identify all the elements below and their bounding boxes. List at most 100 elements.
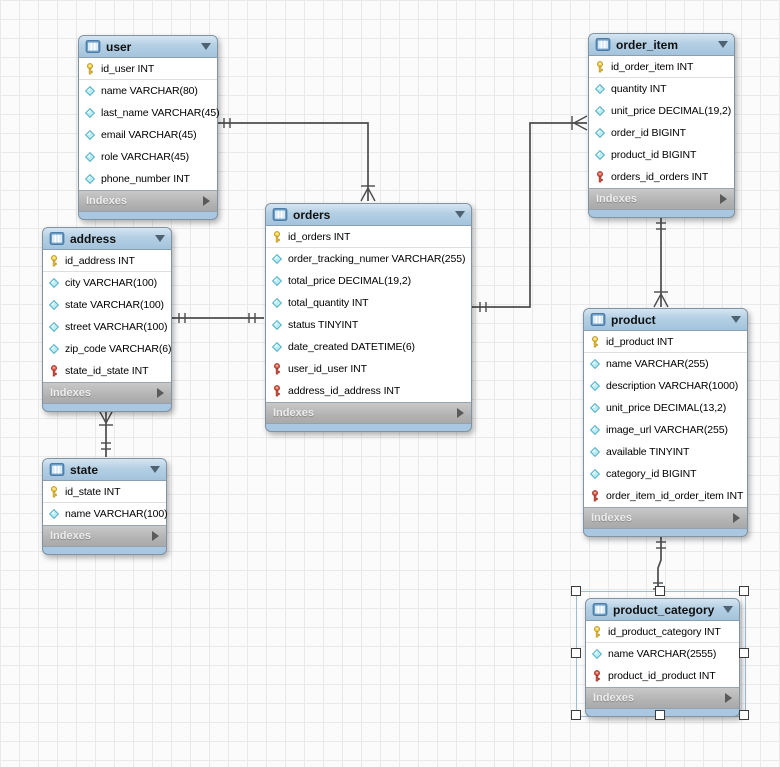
column-row[interactable]: available TINYINT (584, 441, 747, 463)
collapse-arrow-icon[interactable] (718, 41, 728, 48)
column-row[interactable]: id_state INT (43, 481, 166, 503)
column-row[interactable]: quantity INT (589, 78, 734, 100)
indexes-bar[interactable]: Indexes (43, 383, 171, 404)
collapse-arrow-icon[interactable] (201, 43, 211, 50)
table-header[interactable]: product_category (586, 599, 739, 621)
column-row[interactable]: total_price DECIMAL(19,2) (266, 270, 471, 292)
column-text: product_id BIGINT (611, 149, 697, 161)
column-row[interactable]: id_product INT (584, 331, 747, 353)
table-header[interactable]: user (79, 36, 217, 58)
table-header[interactable]: orders (266, 204, 471, 226)
column-text: name VARCHAR(80) (101, 85, 198, 97)
expand-indexes-icon[interactable] (203, 196, 210, 206)
column-row[interactable]: unit_price DECIMAL(19,2) (589, 100, 734, 122)
collapse-arrow-icon[interactable] (455, 211, 465, 218)
table-user[interactable]: user id_user INT name VARCHAR(80) last_n… (78, 35, 220, 220)
column-row[interactable]: category_id BIGINT (584, 463, 747, 485)
table-header[interactable]: address (43, 228, 171, 250)
collapse-arrow-icon[interactable] (731, 316, 741, 323)
not-null-icon (589, 380, 601, 392)
selection-handle[interactable] (655, 586, 665, 596)
column-text: name VARCHAR(2555) (608, 648, 717, 660)
selection-handle[interactable] (655, 710, 665, 720)
expand-indexes-icon[interactable] (720, 194, 727, 204)
table-product[interactable]: product id_product INT name VARCHAR(255)… (583, 308, 748, 537)
table-header[interactable]: state (43, 459, 166, 481)
column-row[interactable]: product_id BIGINT (589, 144, 734, 166)
selection-handle[interactable] (571, 710, 581, 720)
column-row[interactable]: id_address INT (43, 250, 171, 272)
column-row[interactable]: phone_number INT (79, 168, 217, 190)
column-text: id_state INT (65, 485, 121, 498)
column-row[interactable]: order_id BIGINT (589, 122, 734, 144)
collapse-arrow-icon[interactable] (150, 466, 160, 473)
not-null-icon (271, 319, 283, 331)
column-row[interactable]: total_quantity INT (266, 292, 471, 314)
column-row[interactable]: address_id_address INT (266, 380, 471, 402)
column-row[interactable]: email VARCHAR(45) (79, 124, 217, 146)
indexes-bar[interactable]: Indexes (589, 189, 734, 210)
indexes-bar[interactable]: Indexes (586, 688, 739, 709)
column-row[interactable]: state VARCHAR(100) (43, 294, 171, 316)
column-text: unit_price DECIMAL(13,2) (606, 402, 727, 414)
table-orders[interactable]: orders id_orders INT order_tracking_nume… (265, 203, 472, 432)
column-row[interactable]: name VARCHAR(100) (43, 503, 168, 525)
column-row[interactable]: order_item_id_order_item INT (584, 485, 747, 507)
foreign-key-icon (594, 171, 606, 183)
not-null-icon (48, 321, 60, 333)
table-state[interactable]: state id_state INT name VARCHAR(100) Ind… (42, 458, 168, 555)
selection-handle[interactable] (739, 710, 749, 720)
column-text: image_url VARCHAR(255) (606, 424, 728, 436)
expand-indexes-icon[interactable] (725, 693, 732, 703)
selection-handle[interactable] (739, 648, 749, 658)
table-header[interactable]: order_item (589, 34, 734, 56)
relationship-marker (653, 293, 662, 308)
column-row[interactable]: date_created DATETIME(6) (266, 336, 471, 358)
column-row[interactable]: id_product_category INT (586, 621, 739, 643)
column-row[interactable]: id_orders INT (266, 226, 471, 248)
column-row[interactable]: description VARCHAR(1000) (584, 375, 747, 397)
column-row[interactable]: role VARCHAR(45) (79, 146, 217, 168)
expand-indexes-icon[interactable] (733, 513, 740, 523)
collapse-arrow-icon[interactable] (155, 235, 165, 242)
table-product_category[interactable]: product_category id_product_category INT… (585, 598, 740, 717)
selection-handle[interactable] (571, 586, 581, 596)
relationship-line-product_product_category[interactable] (657, 534, 662, 596)
relationship-line-orders_order_item[interactable] (472, 122, 587, 308)
table-address[interactable]: address id_address INT city VARCHAR(100)… (42, 227, 172, 412)
collapse-arrow-icon[interactable] (723, 606, 733, 613)
column-row[interactable]: last_name VARCHAR(45) (79, 102, 220, 124)
column-row[interactable]: name VARCHAR(80) (79, 80, 217, 102)
selection-handle[interactable] (571, 648, 581, 658)
column-text: id_user INT (101, 62, 155, 75)
expand-indexes-icon[interactable] (157, 388, 164, 398)
table-order_item[interactable]: order_item id_order_item INT quantity IN… (588, 33, 735, 218)
column-row[interactable]: order_tracking_numer VARCHAR(255) (266, 248, 471, 270)
indexes-bar[interactable]: Indexes (43, 526, 166, 547)
expand-indexes-icon[interactable] (152, 531, 159, 541)
column-row[interactable]: name VARCHAR(255) (584, 353, 747, 375)
column-text: description VARCHAR(1000) (606, 380, 739, 392)
expand-indexes-icon[interactable] (457, 408, 464, 418)
indexes-bar[interactable]: Indexes (266, 403, 471, 424)
column-row[interactable]: product_id_product INT (586, 665, 739, 687)
indexes-bar[interactable]: Indexes (79, 191, 217, 212)
table-header[interactable]: product (584, 309, 747, 331)
selection-handle[interactable] (739, 586, 749, 596)
column-row[interactable]: city VARCHAR(100) (43, 272, 171, 294)
column-row[interactable]: id_user INT (79, 58, 217, 80)
column-row[interactable]: status TINYINT (266, 314, 471, 336)
column-row[interactable]: user_id_user INT (266, 358, 471, 380)
relationship-marker (573, 115, 588, 124)
column-row[interactable]: zip_code VARCHAR(6) (43, 338, 172, 360)
column-row[interactable]: name VARCHAR(2555) (586, 643, 739, 665)
column-row[interactable]: orders_id_orders INT (589, 166, 734, 188)
relationship-line-user_orders[interactable] (218, 122, 369, 201)
indexes-bar[interactable]: Indexes (584, 508, 747, 529)
column-row[interactable]: state_id_state INT (43, 360, 171, 382)
column-row[interactable]: id_order_item INT (589, 56, 734, 78)
column-row[interactable]: unit_price DECIMAL(13,2) (584, 397, 747, 419)
column-row[interactable]: street VARCHAR(100) (43, 316, 171, 338)
column-row[interactable]: image_url VARCHAR(255) (584, 419, 747, 441)
